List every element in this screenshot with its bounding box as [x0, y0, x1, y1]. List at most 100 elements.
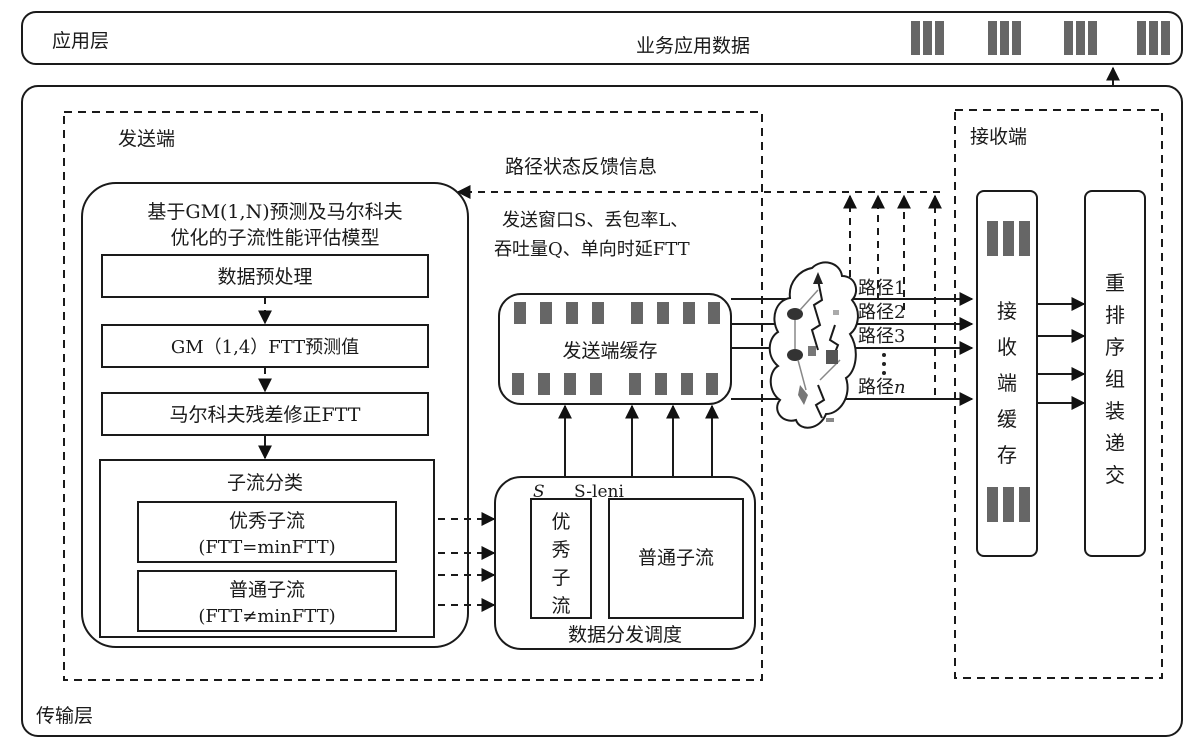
app-packet-block — [911, 21, 920, 55]
normal-queue-box — [608, 498, 744, 619]
scheduler-s-label: S — [533, 482, 545, 502]
app-packet-block — [1076, 21, 1085, 55]
receive-buffer-packet — [1019, 487, 1030, 522]
model-title-line1: 基于GM(1,N)预测及马尔科夫 — [147, 201, 402, 223]
reorder-box — [1084, 190, 1146, 557]
reorder-char: 序 — [1105, 335, 1125, 359]
feedback-metrics-line2: 吞吐量Q、单向时延FTT — [494, 239, 690, 260]
path-label-n-text: 路径n — [858, 377, 906, 398]
app-packet-block — [935, 21, 944, 55]
send-buffer-packet — [708, 302, 720, 324]
send-buffer-packet — [590, 373, 602, 395]
path-label-n: 路径n — [858, 377, 906, 398]
excellent-subflow-box — [137, 501, 397, 563]
feedback-metrics-line1: 发送窗口S、丢包率L、 — [502, 210, 688, 231]
classification-title: 子流分类 — [227, 472, 303, 494]
cloud-shape — [768, 261, 859, 429]
excellent-queue-char: 秀 — [551, 539, 570, 561]
normal-queue-label: 普通子流 — [638, 547, 714, 569]
wireless-link-icon — [814, 384, 826, 419]
excellent-queue-label: 优秀子流 — [551, 511, 570, 617]
send-buffer-packet — [538, 373, 550, 395]
performance-model: 基于GM(1,N)预测及马尔科夫 优化的子流性能评估模型 数据预处理 GM（1,… — [81, 182, 469, 648]
app-packet-block — [1088, 21, 1097, 55]
sender-region — [63, 111, 763, 681]
send-buffer-packet — [540, 302, 552, 324]
send-buffer-packet — [681, 373, 693, 395]
excellent-queue-char: 优 — [551, 511, 570, 533]
reorder-char: 排 — [1105, 303, 1125, 327]
send-buffer: 发送端缓存 — [498, 293, 732, 405]
path-feedback-arrows — [843, 194, 942, 395]
path-ellipsis — [882, 353, 886, 375]
terminal-icon — [833, 310, 839, 315]
reorder-char: 递 — [1105, 431, 1125, 455]
router-icon — [787, 308, 803, 320]
receive-buffer-packet — [1003, 487, 1014, 522]
path-label-3: 路径3 — [858, 326, 905, 347]
receive-buffer-char: 端 — [997, 371, 1017, 395]
send-buffer-packet — [706, 373, 718, 395]
antenna-icon — [813, 272, 823, 284]
excellent-queue-char: 子 — [551, 567, 570, 589]
send-buffer-packet — [683, 302, 695, 324]
scheduler-s-leni-label: S-leni — [574, 482, 624, 502]
scheduler-label: 数据分发调度 — [568, 624, 682, 646]
reorder-char: 装 — [1105, 399, 1125, 423]
receive-buffer-char: 存 — [997, 443, 1017, 467]
receive-buffer-char: 接 — [997, 299, 1017, 323]
terminal-icon — [826, 418, 834, 422]
send-buffer-packet — [657, 302, 669, 324]
receive-buffer-packet — [1003, 221, 1014, 256]
application-layer-box — [21, 11, 1183, 65]
receive-buffer-packet — [1019, 221, 1030, 256]
feedback-label: 路径状态反馈信息 — [505, 156, 657, 178]
normal-subflow-box — [137, 570, 397, 632]
wireless-link-icon — [810, 279, 824, 351]
send-buffer-packet — [655, 373, 667, 395]
receive-buffer-packets — [987, 221, 1030, 522]
classification-arrows — [438, 512, 496, 612]
model-title-line2: 优化的子流性能评估模型 — [170, 227, 379, 249]
app-packet-block — [988, 21, 997, 55]
application-layer: 应用层 业务应用数据 — [21, 11, 1183, 65]
path-label-1: 路径1 — [858, 278, 905, 299]
send-buffer-packet — [566, 302, 578, 324]
receive-buffer-packet — [987, 221, 998, 256]
send-buffer-packet — [514, 302, 526, 324]
switch-icon — [826, 350, 838, 364]
send-buffer-packet — [592, 302, 604, 324]
app-packet-block — [1149, 21, 1158, 55]
send-buffer-packet — [564, 373, 576, 395]
sender-label: 发送端 — [118, 128, 175, 150]
receive-buffer-char: 收 — [997, 335, 1017, 359]
normal-subflow-name: 普通子流 — [229, 579, 305, 601]
step-gm-box — [101, 324, 429, 368]
send-buffer-label: 发送端缓存 — [562, 340, 657, 362]
transport-layer-label: 传输层 — [36, 705, 93, 727]
reorder-char: 组 — [1105, 367, 1125, 391]
normal-subflow-condition: (FTT≠minFTT) — [198, 606, 335, 627]
step-markov-correction: 马尔科夫残差修正FTT — [170, 404, 361, 426]
reorder-char: 重 — [1105, 271, 1125, 295]
receiver-region — [954, 109, 1163, 679]
app-packet-groups — [911, 21, 1170, 55]
step-gm-prediction: GM（1,4）FTT预测值 — [171, 337, 359, 358]
send-buffer-packet — [512, 373, 524, 395]
excellent-subflow-condition: (FTT=minFTT) — [198, 537, 335, 558]
app-packet-block — [1161, 21, 1170, 55]
receiver-label: 接收端 — [970, 126, 1027, 148]
excellent-queue-box — [530, 498, 592, 619]
excellent-queue-char: 流 — [551, 595, 570, 617]
path-label-2: 路径2 — [858, 302, 905, 323]
buffer-to-reorder-arrows — [1037, 297, 1086, 410]
app-packet-block — [1064, 21, 1073, 55]
device-icon — [808, 346, 816, 356]
app-packet-block — [1137, 21, 1146, 55]
data-scheduler: S S-leni 优秀子流 普通子流 数据分发调度 — [494, 476, 756, 650]
